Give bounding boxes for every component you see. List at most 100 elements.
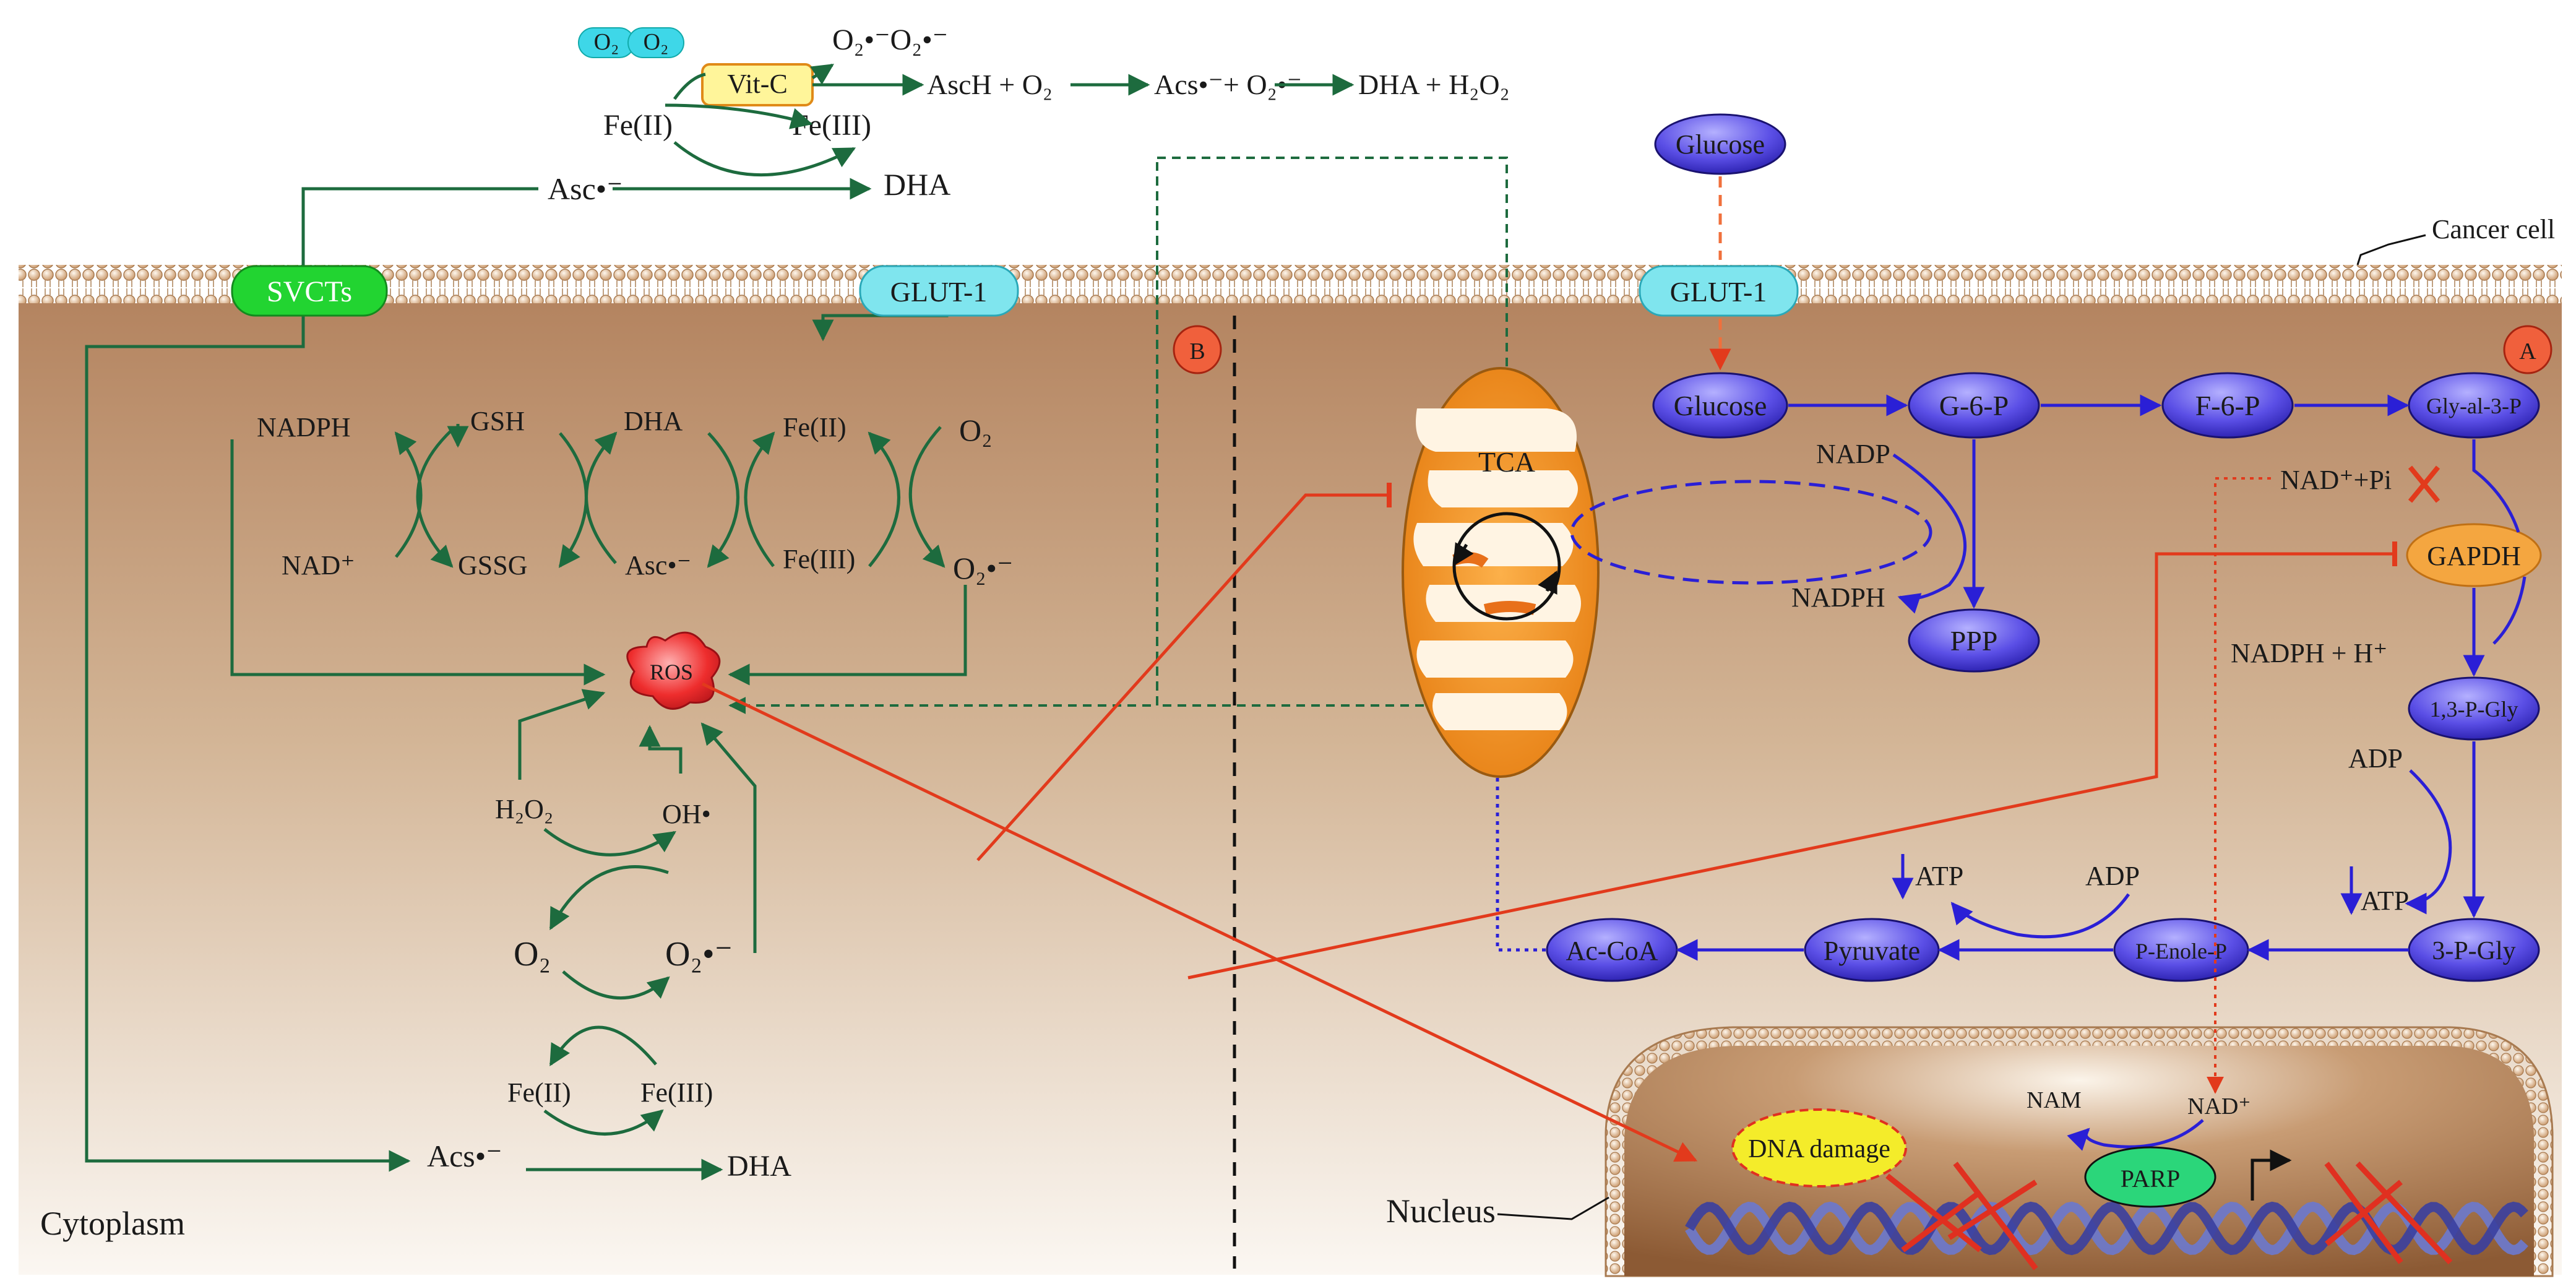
ppp-node: PPP [1908,608,2040,673]
dha-mid: DHA [624,406,683,436]
nad-left: NAD⁺ [282,550,355,580]
glut1-left-transporter: GLUT-1 [859,265,1019,317]
glucose-in-label: Glucose [1674,390,1767,421]
f6p-label: F-6-P [2195,390,2260,421]
adp-mid: ADP [2085,861,2140,891]
panel-a-label: A [2519,339,2536,364]
o2-mid: O₂ [959,413,993,447]
pyruvate-node: Pyruvate [1804,918,1940,982]
panel-b-badge: B [1173,325,1222,374]
h2o2-ros-dashed-arrow [728,162,1158,714]
glucose-out-label: Glucose [1676,129,1765,160]
penolep-label: P-Enole-P [2135,939,2227,964]
accoa-label: Ac-CoA [1566,936,1658,966]
nucleus-label: Nucleus [1386,1193,1496,1230]
nadph-right: NADPH [1791,582,1885,613]
dna-damage-label: DNA damage [1748,1135,1890,1163]
fe2-top: Fe(II) [603,109,673,142]
dha-top: DHA [884,167,950,202]
redox-cycle-arrows [230,424,967,686]
p13gly-label: 1,3-P-Gly [2430,697,2518,722]
nadp: NADP [1816,439,1890,469]
o2-superoxide-mid: O₂•⁻ [953,551,1013,585]
o2-label-b: O₂ [644,29,669,55]
oh-radical: OH• [662,799,711,829]
gsh: GSH [470,406,525,436]
o2-low: O₂ [514,935,551,973]
h2o2: H₂O₂ [495,794,553,824]
nad-pi: NAD⁺+Pi [2280,465,2392,495]
ros-blob-icon: ROS [626,631,721,710]
gapdh-node: GAPDH [2406,523,2542,587]
nad-to-nam-arrow [2067,1119,2204,1151]
nad-nucleus-label: NAD⁺ [2187,1093,2251,1119]
svcts-transporter: SVCTs [231,265,388,317]
ros-inhibition-lines [701,483,2397,1162]
g6p-node: G-6-P [1908,372,2040,439]
mito-nadph-dashed-loop [1570,480,1932,585]
nucleus-pointer [1497,1196,1609,1220]
transcription-arrow-icon [2251,1149,2292,1201]
o2-superoxide-low: O₂•⁻ [665,935,733,973]
vitc-box: Vit-C [701,63,814,106]
panel-a-badge: A [2503,325,2552,374]
glucose-out-node: Glucose [1654,113,1786,175]
tca-label: TCA [1478,446,1535,478]
ppp-label: PPP [1950,625,1998,657]
asc-mid: Asc•⁻ [625,550,691,580]
lower-cycle-arrows [518,689,757,1181]
asch-o2: AscH + O₂ [927,69,1053,100]
svcts-label: SVCTs [267,275,352,308]
fe2-low: Fe(II) [507,1077,571,1108]
o2-pair: O₂ O₂ [578,27,684,58]
dna-break-marks [1885,1161,2453,1270]
fe2-mid: Fe(II) [783,412,846,442]
ros-label: ROS [650,660,693,684]
nadph-h: NADPH + H⁺ [2231,638,2387,668]
dna-helix-icon [1685,1161,2528,1270]
nam-label: NAM [2027,1087,2082,1113]
gssg: GSSG [458,550,528,580]
superoxide-pair: O₂•⁻O₂•⁻ [832,24,948,56]
glut1-right-transporter: GLUT-1 [1639,265,1799,317]
pyruvate-label: Pyruvate [1824,936,1920,966]
acs-low: Acs•⁻ [427,1139,502,1173]
adp-right: ADP [2348,743,2403,774]
gapdh-block-mark [2408,465,2440,503]
cancer-cell-label: Cancer cell [2432,214,2555,244]
mitochondrion-icon: TCA [1402,367,1600,778]
g6p-label: G-6-P [1939,390,2009,421]
p13gly-node: 1,3-P-Gly [2408,676,2540,741]
atp-mid: ATP [1915,861,1963,891]
cytoplasm-label: Cytoplasm [40,1205,185,1242]
p3gly-label: 3-P-Gly [2432,937,2515,965]
glut1-right-label: GLUT-1 [1670,276,1767,308]
dha-h2o2: DHA + H₂O₂ [1358,69,1510,100]
fe3-top: Fe(III) [792,109,871,142]
glycolysis-arrows [1676,394,2526,961]
gly-al-3p-label: Gly-al-3-P [2426,394,2522,418]
cancer-cell-pointer [2356,234,2426,265]
penolep-node: P-Enole-P [2113,918,2249,982]
vitc-label: Vit-C [727,69,788,99]
accoa-node: Ac-CoA [1546,918,1678,982]
glut1-left-label: GLUT-1 [890,276,988,308]
panel-b-label: B [1189,339,1205,364]
nad-to-nucleus-dotted [2207,477,2271,1094]
fe3-mid: Fe(III) [783,544,855,574]
plasma-membrane [19,265,2562,303]
dna-damage-badge: DNA damage [1731,1108,1907,1188]
atp-right: ATP [2361,886,2409,916]
dha-low: DHA [727,1150,791,1183]
parp-label: PARP [2121,1165,2180,1193]
glucose-in-node: Glucose [1652,372,1788,439]
gapdh-label: GAPDH [2427,541,2521,571]
asc-top: Asc•⁻ [548,171,623,206]
f6p-node: F-6-P [2161,372,2294,439]
gly-al-3p-node: Gly-al-3-P [2408,372,2540,439]
p3gly-node: 3-P-Gly [2408,918,2540,982]
o2-label-a: O₂ [594,29,619,55]
nadph-left: NADPH [257,412,351,442]
parp-node: PARP [2084,1146,2216,1208]
fe3-low: Fe(III) [640,1077,713,1108]
